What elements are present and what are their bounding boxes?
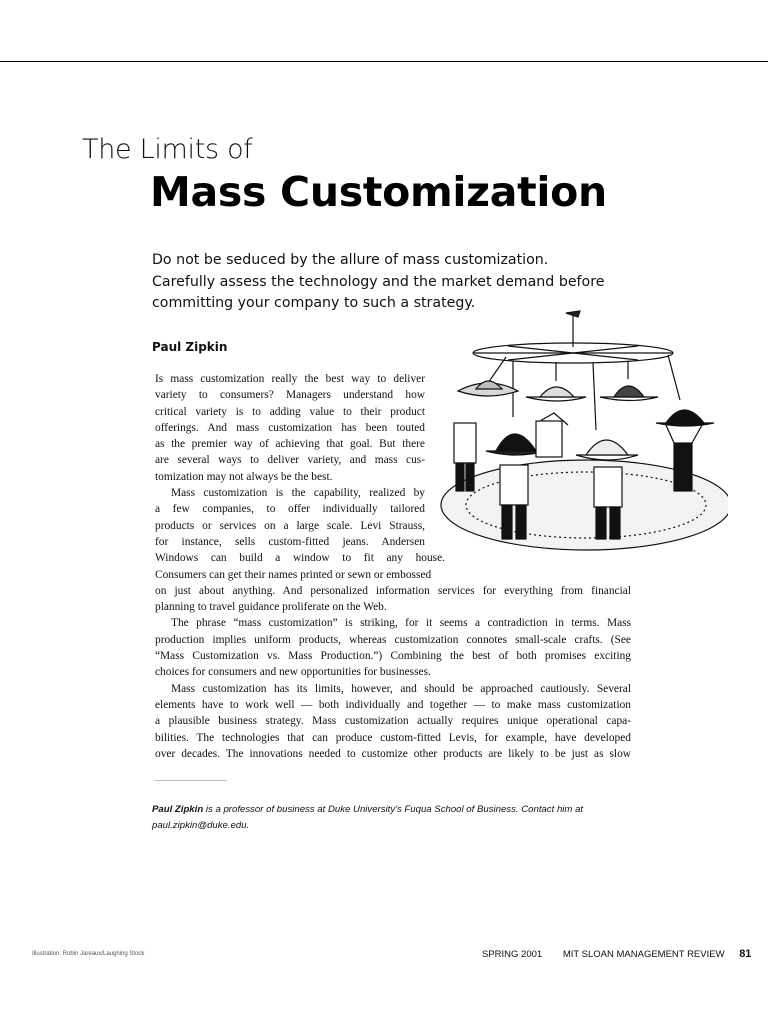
deck-line: Carefully assess the technology and the …: [152, 273, 605, 290]
top-rule: [0, 61, 768, 62]
footnote-rule: [155, 780, 227, 781]
body-line: are several ways to deliver variety, and…: [155, 454, 425, 467]
page-number: 81: [739, 948, 752, 960]
article-body: Is mass customization really the best wa…: [155, 371, 631, 762]
body-line: elements have to work well — both indivi…: [155, 698, 631, 711]
body-line: Is mass customization really the best wa…: [155, 373, 425, 385]
footnote-email: paul.zipkin@duke.edu.: [152, 819, 250, 831]
body-line: offerings. And mass customization has be…: [155, 421, 425, 434]
article-deck: Do not be seduced by the allure of mass …: [152, 250, 622, 315]
body-line: production implies uniform products, whe…: [155, 633, 631, 646]
footnote-author-name: Paul Zipkin: [152, 804, 204, 815]
deck-line: committing your company to such a strate…: [152, 295, 476, 311]
body-line: planning to travel guidance proliferate …: [155, 601, 387, 614]
body-line: “Mass Customization vs. Mass Production.…: [155, 650, 631, 663]
body-line: as the premier way of achieving that goa…: [155, 438, 425, 451]
issue-date: SPRING 2001: [482, 949, 543, 960]
body-line: over decades. The innovations needed to …: [155, 747, 631, 760]
deck-line: Do not be seduced by the allure of mass …: [152, 252, 549, 268]
body-line: a plausible business strategy. Mass cust…: [155, 715, 631, 728]
author-byline: Paul Zipkin: [152, 340, 228, 354]
body-line: critical variety is to adding value to t…: [155, 405, 425, 418]
body-line: variety to consumers? Managers understan…: [155, 389, 425, 402]
body-line: for instance, sells custom-fitted jeans.…: [155, 535, 425, 548]
body-line: Mass customization is the capability, re…: [171, 487, 425, 500]
body-line: tomization may not always be the best.: [155, 470, 333, 483]
body-line: Windows can build a window to fit any ho…: [155, 552, 445, 565]
body-line: bilities. The technologies that can prod…: [155, 731, 631, 744]
body-line: Mass customization has its limits, howev…: [171, 682, 631, 695]
article-kicker: The Limits of: [82, 134, 253, 165]
body-line: choices for consumers and new opportunit…: [155, 666, 431, 679]
publication-name: MIT SLOAN MANAGEMENT REVIEW: [562, 949, 725, 960]
body-line: a few companies, to offer individually t…: [155, 503, 425, 516]
hat-carousel-illustration: [440, 310, 728, 551]
article-title: Mass Customization: [150, 168, 607, 216]
author-footnote: Paul Zipkin is a professor of business a…: [152, 802, 622, 833]
illustration-credit: Illustration: Robin Jareaux/Laughing Sto…: [32, 951, 145, 957]
page-footer: SPRING 2001 MIT SLOAN MANAGEMENT REVIEW …: [482, 948, 751, 960]
body-line: The phrase “mass customization” is strik…: [171, 617, 631, 630]
footnote-text: is a professor of business at Duke Unive…: [203, 804, 584, 815]
body-line: products or services on a large scale. L…: [155, 519, 425, 532]
body-line: on just about anything. And personalized…: [155, 584, 631, 597]
body-line: Consumers can get their names printed or…: [155, 568, 432, 581]
